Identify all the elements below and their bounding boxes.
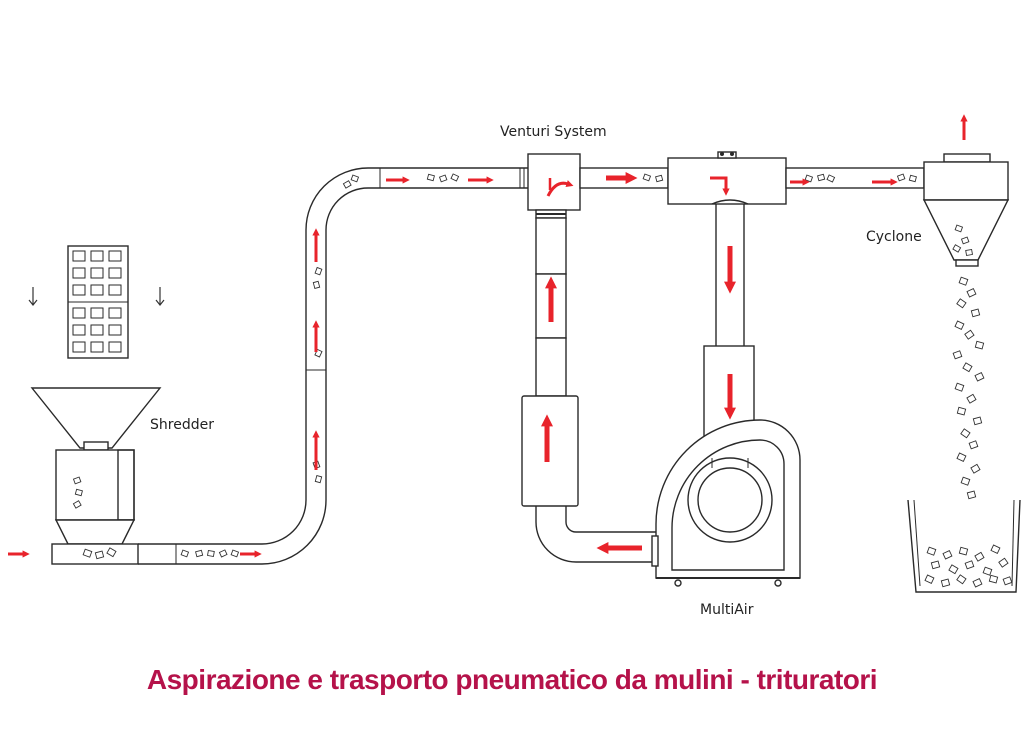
cyclone-label: Cyclone bbox=[866, 229, 922, 245]
cyclone bbox=[922, 153, 1010, 267]
diagram-caption: Aspirazione e trasporto pneumatico da mu… bbox=[146, 664, 878, 695]
flow-arrow bbox=[546, 180, 574, 197]
flow-arrow-icons bbox=[8, 114, 968, 558]
flow-arrow bbox=[710, 176, 730, 196]
shredder bbox=[30, 387, 162, 565]
multiair-label: MultiAir bbox=[700, 602, 754, 618]
conveying-duct bbox=[138, 167, 528, 565]
shredder-label: Shredder bbox=[150, 417, 214, 433]
venturi-system bbox=[519, 153, 669, 219]
venturi-label: Venturi System bbox=[500, 124, 607, 140]
falling-material bbox=[952, 276, 985, 500]
product-sheet-icon bbox=[67, 245, 129, 359]
collection-bin bbox=[907, 499, 1021, 593]
return-riser-duct bbox=[521, 217, 656, 563]
down-arrow-icon bbox=[28, 287, 165, 306]
air-separator-box bbox=[667, 151, 925, 205]
multiair-fan bbox=[651, 199, 801, 587]
